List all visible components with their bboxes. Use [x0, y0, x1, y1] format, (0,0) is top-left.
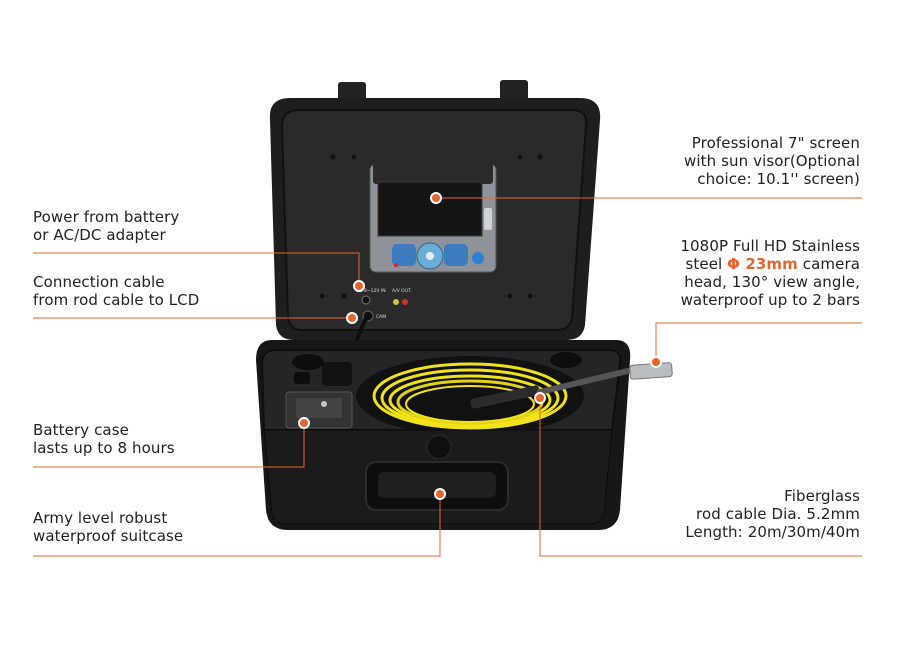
suitcase-callout-line1: Army level robust [33, 509, 168, 527]
camera-callout-line1: 1080P Full HD Stainless [680, 237, 860, 255]
battery-callout: Battery case lasts up to 8 hours [33, 421, 175, 457]
power-port-label: DC 8~12V IN [356, 288, 386, 294]
screen-callout-line1: Professional 7" screen [691, 134, 860, 152]
callout-lines [33, 192, 862, 557]
screen-callout-line2: with sun visor(Optional [684, 152, 860, 170]
camera-callout-line3: head, 130° view angle, [684, 273, 860, 291]
connection-callout-line1: Connection cable [33, 273, 165, 291]
power-callout-line2: or AC/DC adapter [33, 226, 166, 244]
fiberglass-cable-reel [356, 356, 584, 436]
power-callout: Power from battery or AC/DC adapter [33, 208, 179, 244]
cable-callout-line3: Length: 20m/30m/40m [685, 523, 860, 541]
suitcase-callout: Army level robust waterproof suitcase [33, 509, 183, 545]
battery-callout-line1: Battery case [33, 421, 129, 439]
cable-callout-line2: rod cable Dia. 5.2mm [696, 505, 860, 523]
battery-callout-line2: lasts up to 8 hours [33, 439, 175, 457]
connection-callout-line2: from rod cable to LCD [33, 291, 200, 309]
battery-case [285, 391, 353, 429]
camera-callout: 1080P Full HD Stainless steel Φ 23mm cam… [680, 237, 860, 309]
lcd-monitor [369, 162, 497, 273]
camera-diameter: Φ 23mm [727, 255, 798, 273]
suitcase-callout-line2: waterproof suitcase [33, 527, 184, 545]
cam-port-label: CAM [376, 314, 386, 320]
camera-callout-line2: steel Φ 23mm camera [685, 255, 860, 273]
cable-callout: Fiberglass rod cable Dia. 5.2mm Length: … [685, 487, 860, 541]
av-port-label: A/V OUT [392, 288, 411, 294]
power-callout-line1: Power from battery [33, 208, 180, 226]
cable-callout-line1: Fiberglass [784, 487, 860, 505]
screen-callout: Professional 7" screen with sun visor(Op… [684, 134, 860, 188]
screen-callout-line3: choice: 10.1'' screen) [697, 170, 860, 188]
connection-callout: Connection cable from rod cable to LCD [33, 273, 199, 309]
case-base [256, 340, 673, 530]
camera-callout-line4: waterproof up to 2 bars [680, 291, 860, 309]
